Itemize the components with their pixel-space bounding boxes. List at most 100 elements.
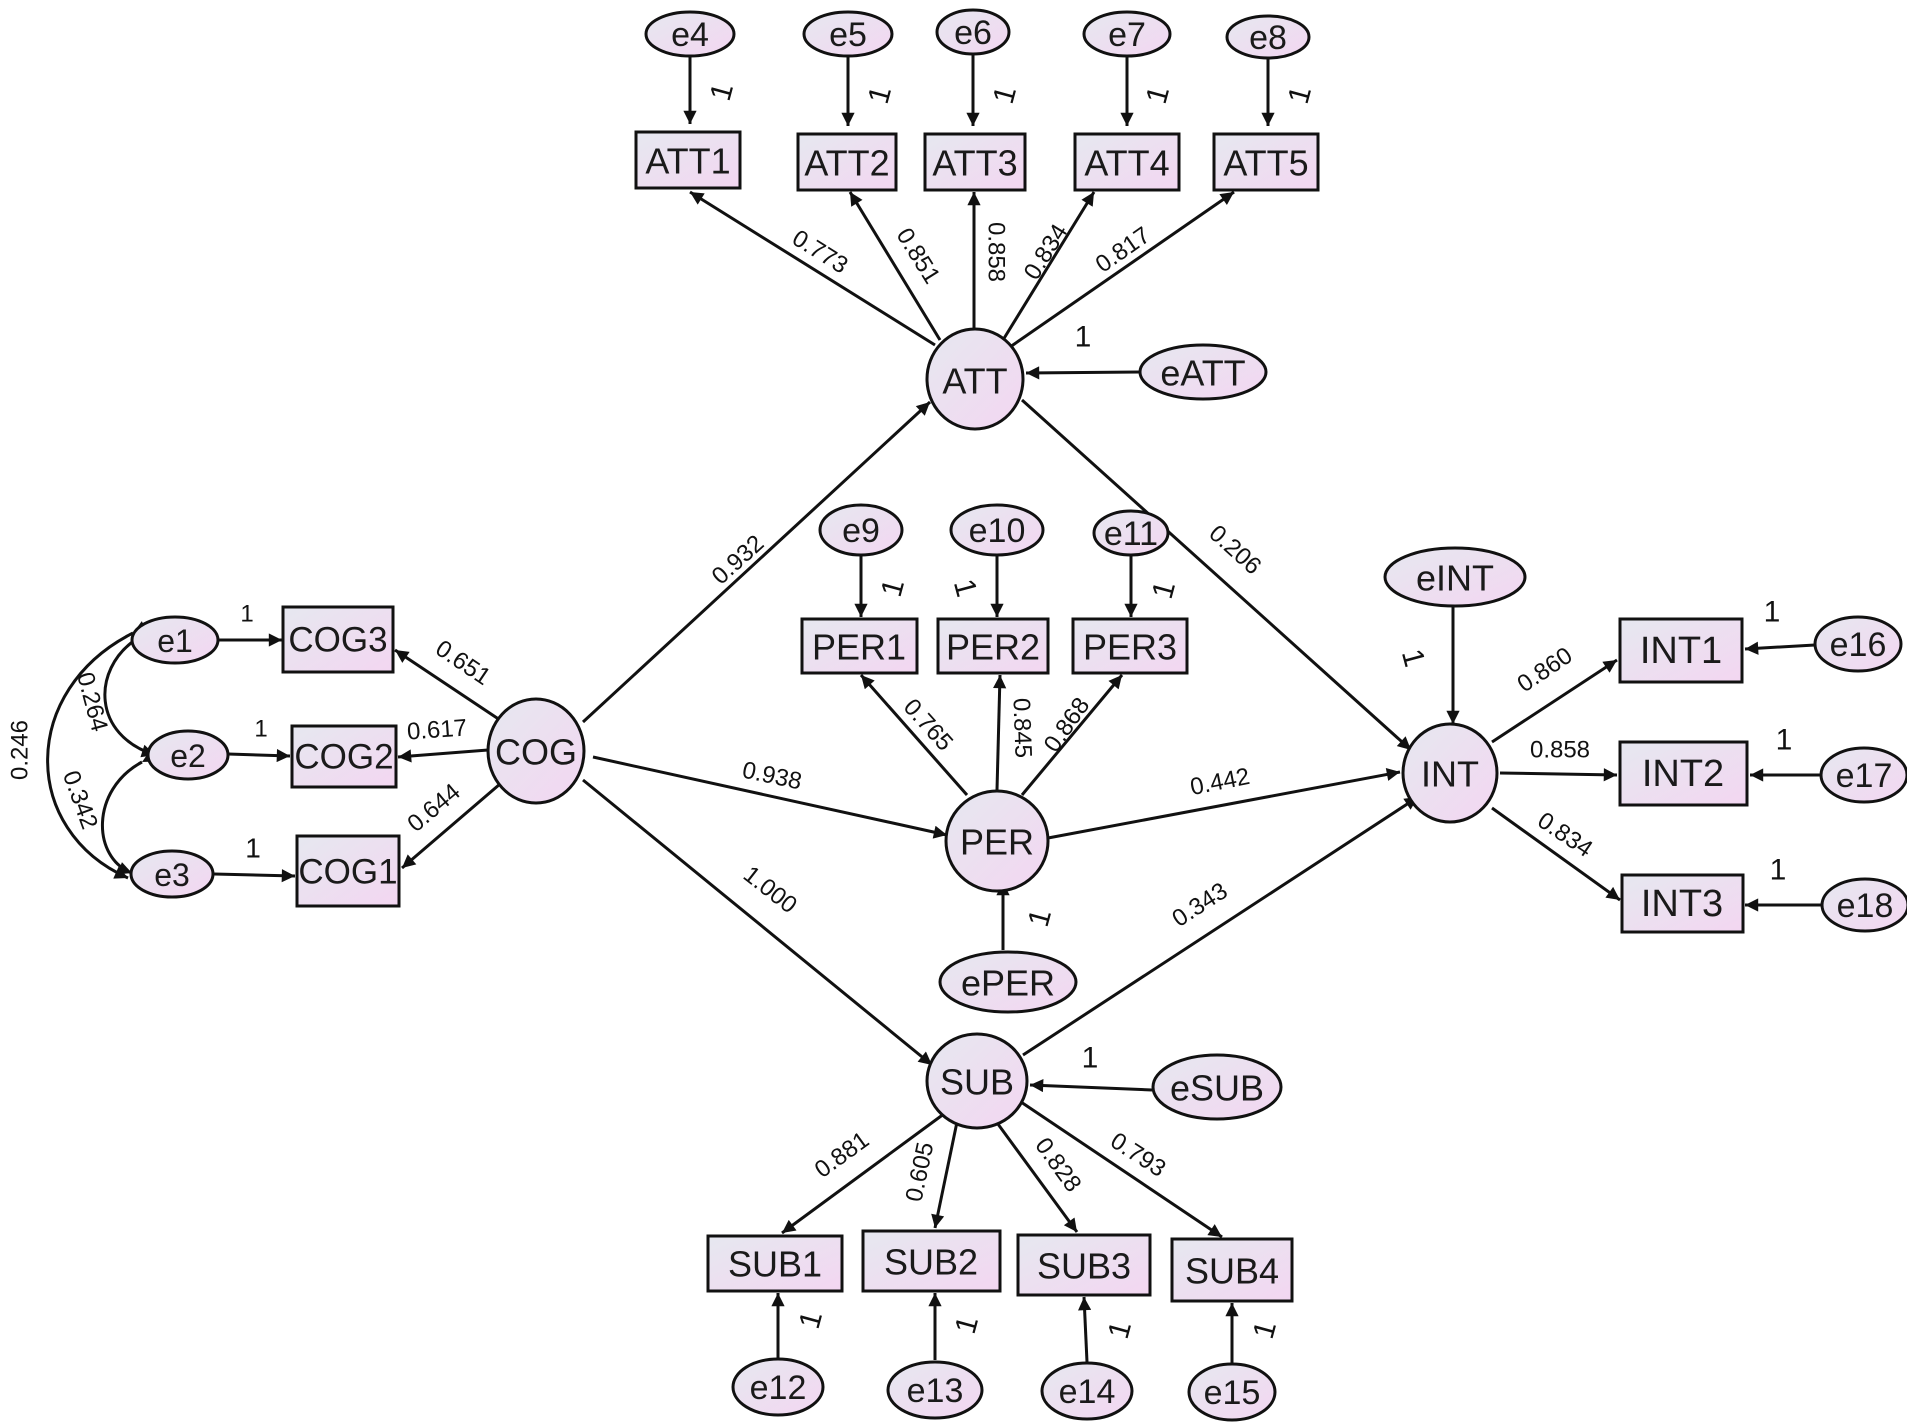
coef-per-per3: 0.868: [1039, 693, 1096, 758]
node-e18-label: e18: [1837, 887, 1894, 925]
weight-e7-att4: 1: [1140, 83, 1176, 108]
node-cog-label: COG: [495, 732, 577, 773]
edge-sub-sub4: [1017, 1098, 1223, 1239]
node-e18-shape: [1820, 877, 1907, 933]
node-sub1-shape: [706, 1234, 844, 1293]
coef-int-int3: 0.834: [1533, 807, 1598, 863]
node-e5-label: e5: [829, 16, 867, 54]
weight-eper-per: 1: [1022, 906, 1058, 931]
weight-e12-sub1: 1: [793, 1308, 829, 1333]
edge-att-att1: [689, 190, 936, 347]
node-int2-label: INT2: [1642, 753, 1724, 795]
edge-int-int2: [1499, 768, 1618, 782]
edge-att-att4: [1001, 191, 1096, 341]
weight-e3-cog1: 1: [245, 833, 261, 864]
node-att1-label: ATT1: [645, 141, 730, 182]
weight-eint-int: 1: [1395, 646, 1431, 671]
weight-e6-att3: 1: [987, 83, 1023, 108]
coef-cog-cog3: 0.651: [431, 635, 496, 691]
coef-cov-e1-e3: 0.246: [7, 720, 34, 780]
node-e3-shape: [129, 849, 215, 899]
node-per3-shape: [1071, 617, 1189, 675]
node-e14-shape: [1040, 1361, 1134, 1421]
node-int-label: INT: [1421, 754, 1479, 795]
weight-e10-per2: 1: [947, 576, 983, 601]
weight-e16-int1: 1: [1764, 596, 1781, 629]
coef-cog-cog1: 0.644: [402, 778, 465, 837]
node-att1-shape: [634, 130, 742, 190]
node-eint-label: eINT: [1416, 558, 1494, 599]
weight-e15-sub4: 1: [1247, 1318, 1283, 1343]
edge-sub-sub2: [931, 1121, 959, 1229]
node-int1-shape: [1618, 617, 1744, 684]
node-esub-shape: [1151, 1053, 1283, 1121]
node-sub3-label: SUB3: [1037, 1246, 1131, 1287]
node-att-shape: [925, 327, 1025, 431]
weight-e17-int2: 1: [1776, 724, 1793, 757]
node-per2-shape: [936, 617, 1050, 675]
node-att4-label: ATT4: [1084, 143, 1169, 184]
node-int2-shape: [1618, 740, 1749, 807]
node-att4-shape: [1073, 132, 1181, 192]
node-cog-shape: [486, 697, 586, 805]
node-sub-label: SUB: [940, 1062, 1014, 1103]
node-per1-label: PER1: [812, 627, 906, 668]
node-e1-shape: [130, 615, 220, 665]
node-e6-label: e6: [954, 14, 992, 52]
node-e15-label: e15: [1204, 1374, 1261, 1412]
node-sub1-label: SUB1: [728, 1244, 822, 1285]
node-att5-shape: [1212, 132, 1320, 192]
node-e13-shape: [886, 1360, 984, 1420]
edge-int-int3: [1491, 806, 1621, 902]
node-att5-label: ATT5: [1223, 143, 1308, 184]
node-labels: e4 e5 e6 e7 e8 ATT1 ATT2 ATT3 ATT4 ATT5 …: [154, 14, 1893, 1412]
node-e12-shape: [731, 1357, 825, 1417]
edge-per-per1: [859, 674, 969, 796]
node-int1-label: INT1: [1640, 630, 1722, 672]
node-e14-label: e14: [1059, 1373, 1116, 1411]
node-e10-shape: [949, 503, 1045, 557]
edge-att-int: [1020, 398, 1413, 752]
node-e3-label: e3: [154, 857, 190, 893]
edge-e14-sub3: [1078, 1296, 1092, 1363]
node-sub2-label: SUB2: [884, 1242, 978, 1283]
node-e16-label: e16: [1830, 626, 1887, 664]
node-cog3-shape: [281, 605, 395, 674]
edge-per-per2: [993, 674, 1007, 791]
edge-cog-cog3: [394, 648, 501, 722]
node-eper-label: ePER: [961, 963, 1055, 1004]
edge-cog-att: [581, 400, 932, 724]
node-e13-label: e13: [907, 1372, 964, 1410]
coef-int-int2: 0.858: [1530, 737, 1590, 764]
edge-cov-e1-e3: [46, 621, 148, 880]
node-per-label: PER: [960, 822, 1034, 863]
node-sub-shape: [925, 1032, 1029, 1130]
node-e17-label: e17: [1836, 757, 1893, 795]
coef-int-int1: 0.860: [1513, 642, 1578, 698]
weight-e11-per3: 1: [1146, 578, 1182, 603]
weight-e13-sub2: 1: [949, 1313, 985, 1338]
node-e12-label: e12: [750, 1369, 807, 1407]
node-esub-label: eSUB: [1170, 1068, 1264, 1109]
node-cog2-shape: [290, 724, 398, 789]
weight-e5-att2: 1: [862, 83, 898, 108]
edge-cov-e2-e3: [101, 749, 157, 875]
edge-sub-int: [1022, 795, 1419, 1057]
coef-att-att1: 0.773: [787, 225, 852, 280]
node-eatt-label: eATT: [1160, 353, 1245, 394]
edges: [46, 55, 1822, 1363]
node-sub4-label: SUB4: [1185, 1251, 1279, 1292]
node-e4-shape: [644, 10, 736, 58]
node-e5-shape: [802, 10, 894, 58]
weight-e2-cog2: 1: [254, 716, 267, 743]
node-e2-label: e2: [170, 738, 206, 774]
node-e11-shape: [1092, 509, 1170, 557]
nodes: [129, 8, 1907, 1422]
coef-sub-sub2: 0.605: [901, 1140, 940, 1204]
weight-e14-sub3: 1: [1102, 1318, 1138, 1343]
node-cog2-label: COG2: [294, 738, 393, 777]
edge-cog-cog2: [397, 748, 489, 763]
node-e4-label: e4: [671, 16, 709, 54]
weight-e18-int3: 1: [1770, 854, 1787, 887]
node-e10-label: e10: [969, 512, 1026, 550]
